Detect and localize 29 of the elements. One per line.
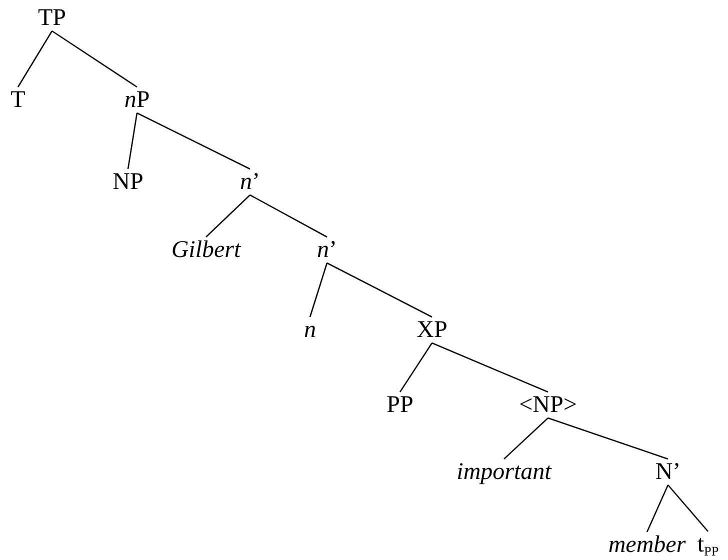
tree-label: XP (416, 317, 448, 343)
tree-label: NP (112, 169, 144, 195)
branch-line (250, 194, 328, 238)
tree-label: n (303, 317, 317, 343)
tree-label: t$_{PP}$ (696, 531, 720, 559)
branch-line (646, 484, 669, 532)
branch-line (206, 194, 250, 238)
branch-line (136, 112, 250, 170)
branch-line (127, 112, 138, 170)
tree-label: member (607, 532, 687, 558)
tree-label: T (10, 87, 26, 113)
branch-line (309, 262, 328, 318)
tree-label: n’ (316, 237, 338, 263)
tree-label: N’ (654, 459, 682, 485)
branch-line (326, 262, 432, 318)
tree-label: Gilbert (170, 237, 242, 263)
tree-label: nP (123, 87, 151, 113)
tree-label: important (456, 459, 552, 485)
tree-label: <NP> (518, 392, 578, 418)
branch-line (399, 342, 433, 392)
branch-line (52, 30, 138, 88)
tree-label: PP (386, 392, 414, 418)
branch-line (504, 418, 548, 460)
branch-line (668, 484, 708, 532)
tree-label: TP (37, 5, 67, 31)
branch-line (432, 342, 548, 393)
tree-label: n’ (239, 169, 261, 195)
branch-line (17, 30, 53, 88)
branch-line (548, 417, 668, 460)
